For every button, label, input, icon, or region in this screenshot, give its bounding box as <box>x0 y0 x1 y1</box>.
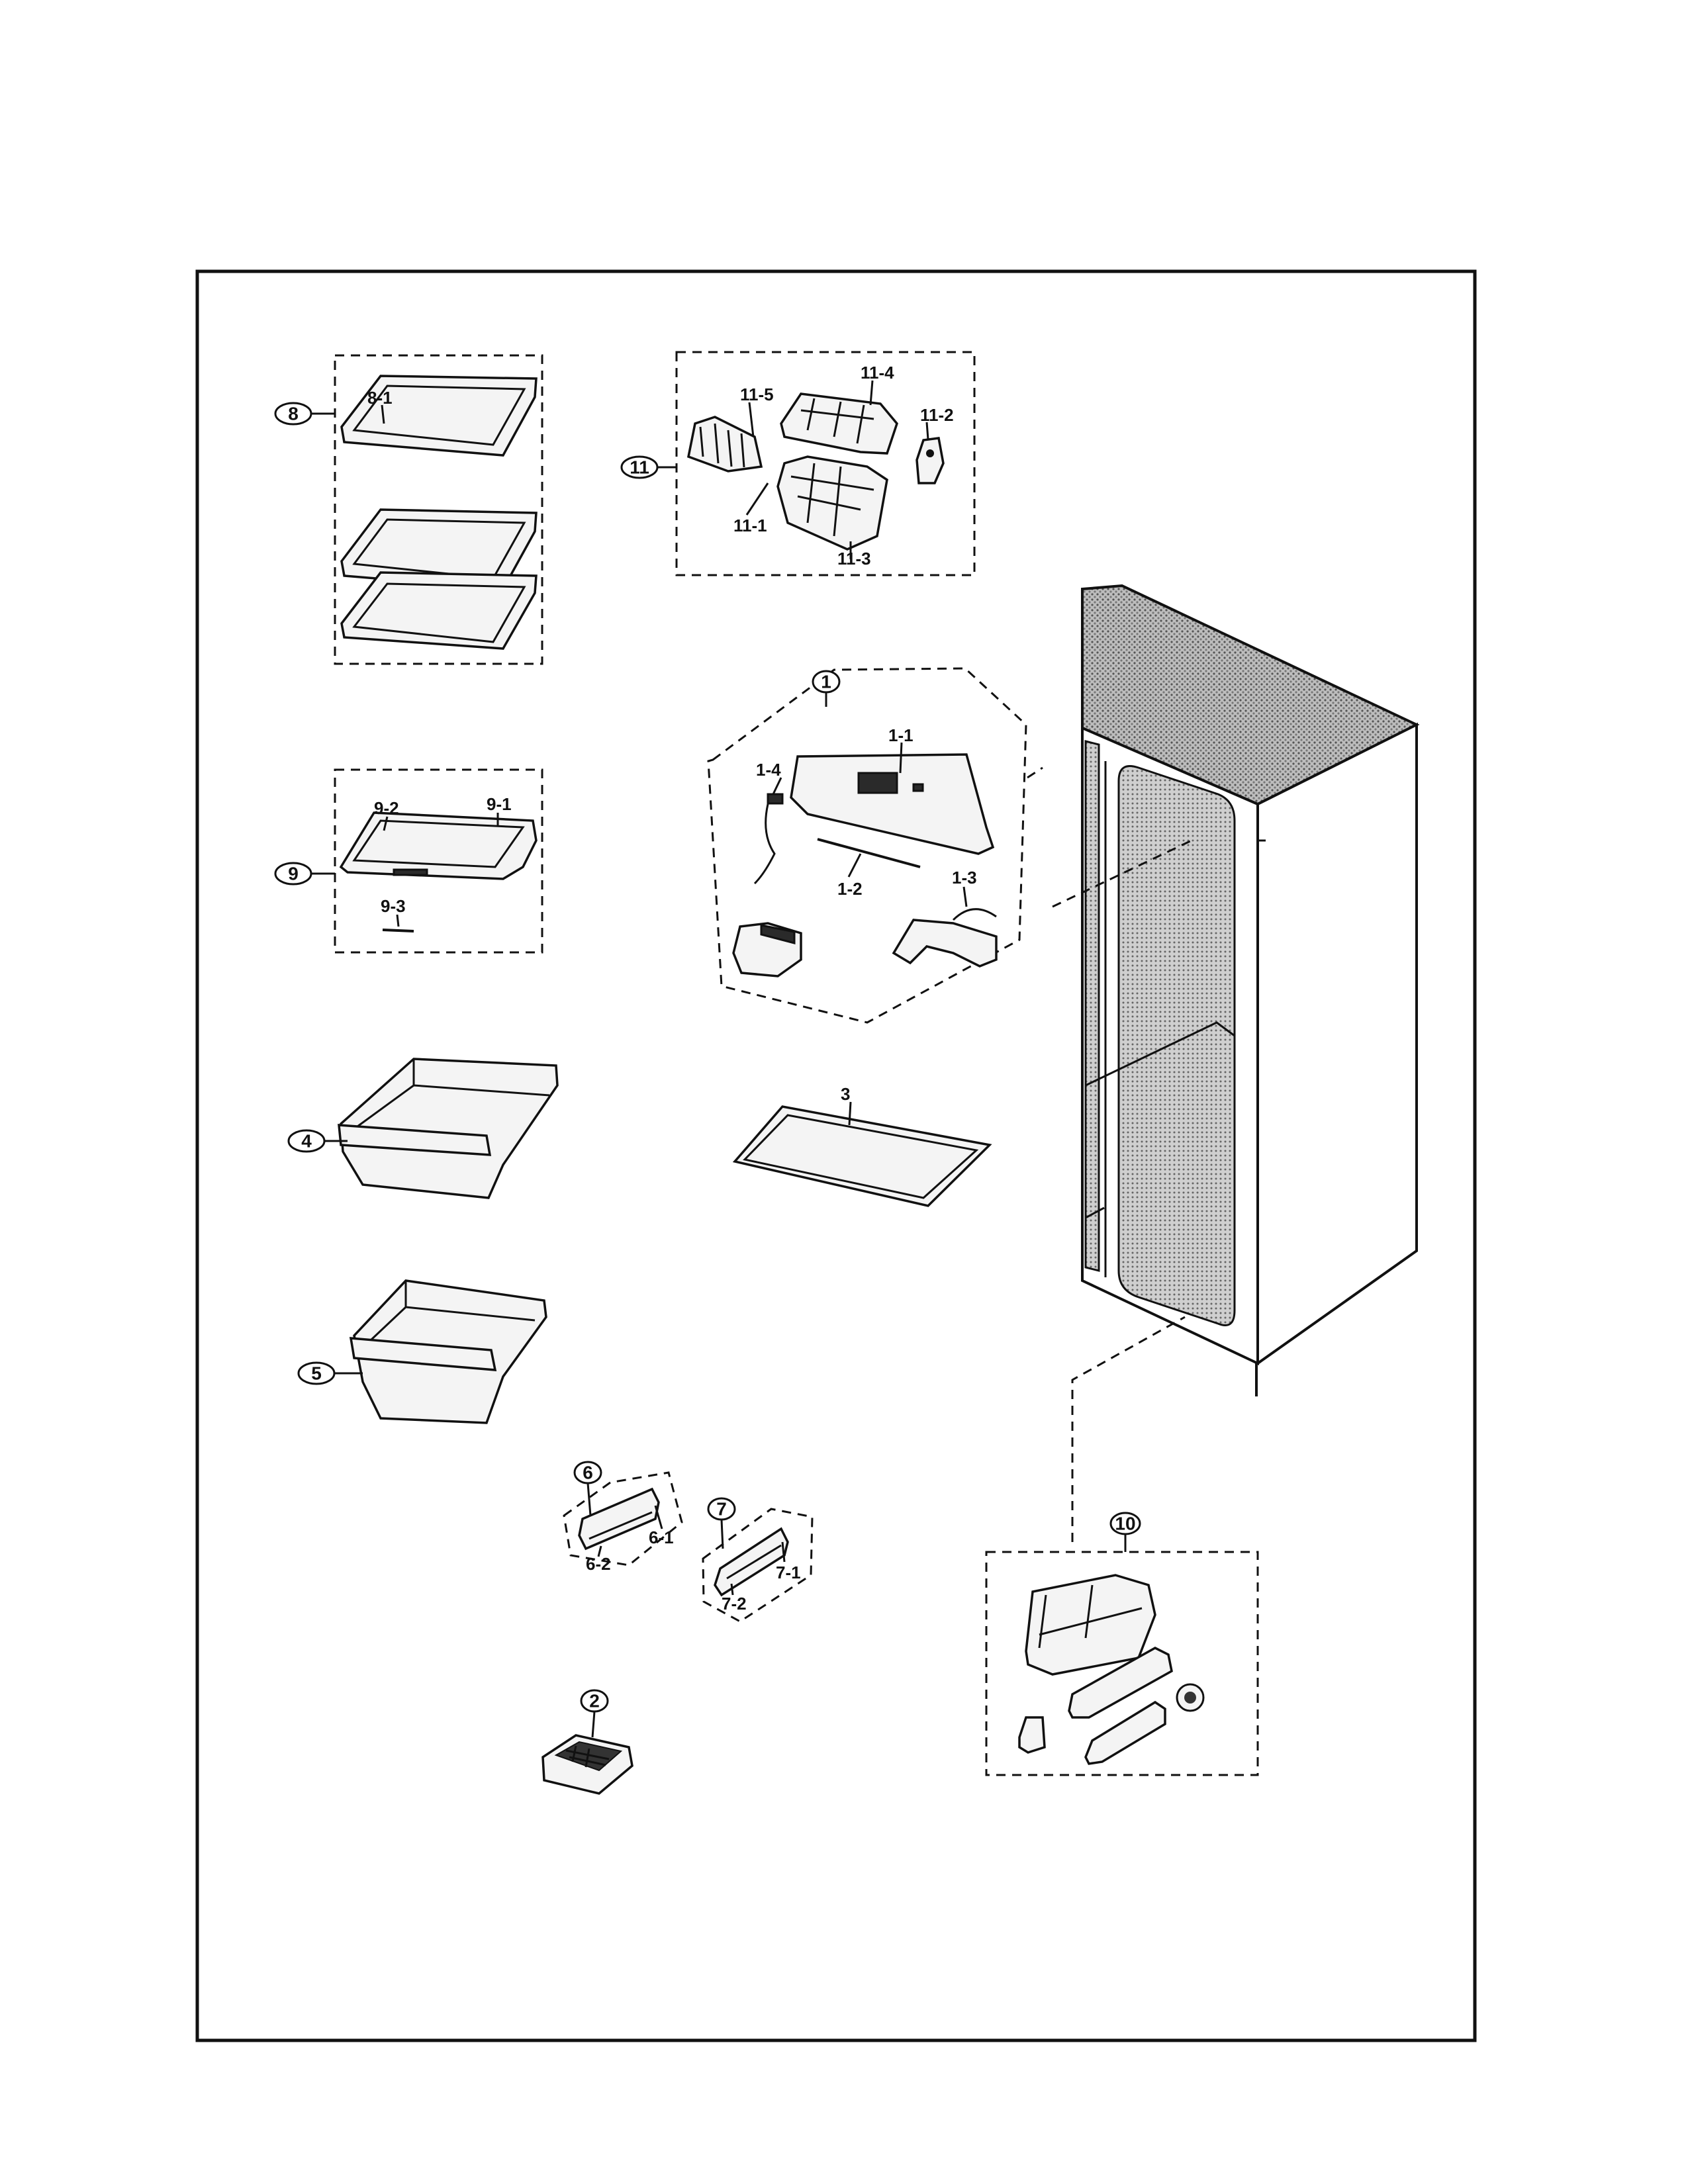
label-8-1: 8-1 <box>367 388 393 408</box>
label-11-4: 11-4 <box>861 363 894 383</box>
filter-cartridge-small <box>1084 1700 1166 1765</box>
callout-9: 9 <box>288 864 299 884</box>
label-7-2: 7-2 <box>722 1594 747 1614</box>
fridge-door-right <box>1117 765 1236 1326</box>
label-11-1: 11-1 <box>733 516 767 535</box>
label-1-2: 1-2 <box>837 879 863 899</box>
label-9-1: 9-1 <box>487 794 512 814</box>
group-11-ice-parts: 11-5 11-4 11-2 11-1 11-3 11 <box>620 351 976 576</box>
label-6-2: 6-2 <box>586 1554 611 1574</box>
group-8-shelves: 8-1 8 <box>274 354 543 665</box>
label-7-1: 7-1 <box>776 1563 801 1582</box>
part-9-3 <box>382 929 414 933</box>
refrigerator-cabinet <box>1081 584 1420 1396</box>
fridge-door-left <box>1084 740 1100 1272</box>
callout-5: 5 <box>311 1363 322 1384</box>
label-6-1: 6-1 <box>649 1527 674 1547</box>
label-3: 3 <box>841 1084 850 1104</box>
label-11-5: 11-5 <box>740 385 774 404</box>
label-9-3: 9-3 <box>381 896 406 916</box>
part-1-1-control-panel <box>790 753 995 855</box>
group-9-crisper-cover: 9-2 9-1 9-3 9 <box>274 768 543 954</box>
shelf-bottom <box>340 571 538 650</box>
shelf-8-1 <box>340 375 538 457</box>
filter-plug <box>1018 1716 1046 1754</box>
part-11-1-11-3-ice-tray <box>776 455 888 551</box>
label-11-3: 11-3 <box>837 549 871 569</box>
label-11-2: 11-2 <box>920 405 954 425</box>
group-6: 6-1 6-2 6 <box>563 1461 683 1574</box>
group-5-drawer: 5 <box>297 1279 547 1424</box>
part-fan-cover <box>892 919 998 968</box>
part-9-1-frame <box>339 811 538 880</box>
group-2-filter: 2 <box>541 1689 633 1795</box>
filter-housing <box>1025 1574 1156 1676</box>
label-1-1: 1-1 <box>888 725 914 745</box>
group-4-crisper-drawer: 4 <box>287 1058 559 1199</box>
filter-cartridge-large <box>1068 1647 1173 1719</box>
page-frame <box>195 269 1477 2042</box>
part-damper <box>732 922 802 978</box>
label-9-2: 9-2 <box>374 798 399 818</box>
group-10-water-filter: 10 <box>985 1512 1259 1776</box>
callout-6: 6 <box>583 1463 593 1483</box>
part-1-2-wire <box>817 838 921 868</box>
part-11-2 <box>915 437 945 484</box>
callout-10: 10 <box>1115 1514 1135 1534</box>
label-1-3: 1-3 <box>952 868 977 887</box>
callout-2: 2 <box>589 1691 600 1711</box>
part-11-5 <box>686 416 763 473</box>
label-1-4: 1-4 <box>756 760 781 780</box>
callout-7: 7 <box>716 1499 727 1520</box>
part-11-4 <box>780 392 898 455</box>
callout-8: 8 <box>288 404 299 424</box>
part-1-4-sensor <box>753 793 784 885</box>
group-7: 7-1 7-2 7 <box>702 1497 814 1623</box>
callout-1: 1 <box>821 672 831 692</box>
group-3-cover: 3 <box>732 1084 992 1207</box>
part-1-3-connector <box>952 908 997 921</box>
callout-4: 4 <box>301 1131 312 1152</box>
filter-cap <box>1176 1683 1205 1712</box>
callout-11: 11 <box>630 457 649 478</box>
leader-1-to-fridge <box>1027 766 1192 908</box>
group-1-control-assembly: 1-1 1-4 1-2 1-3 1 <box>707 667 1027 1024</box>
leader-10-to-fridge <box>1071 1316 1186 1542</box>
